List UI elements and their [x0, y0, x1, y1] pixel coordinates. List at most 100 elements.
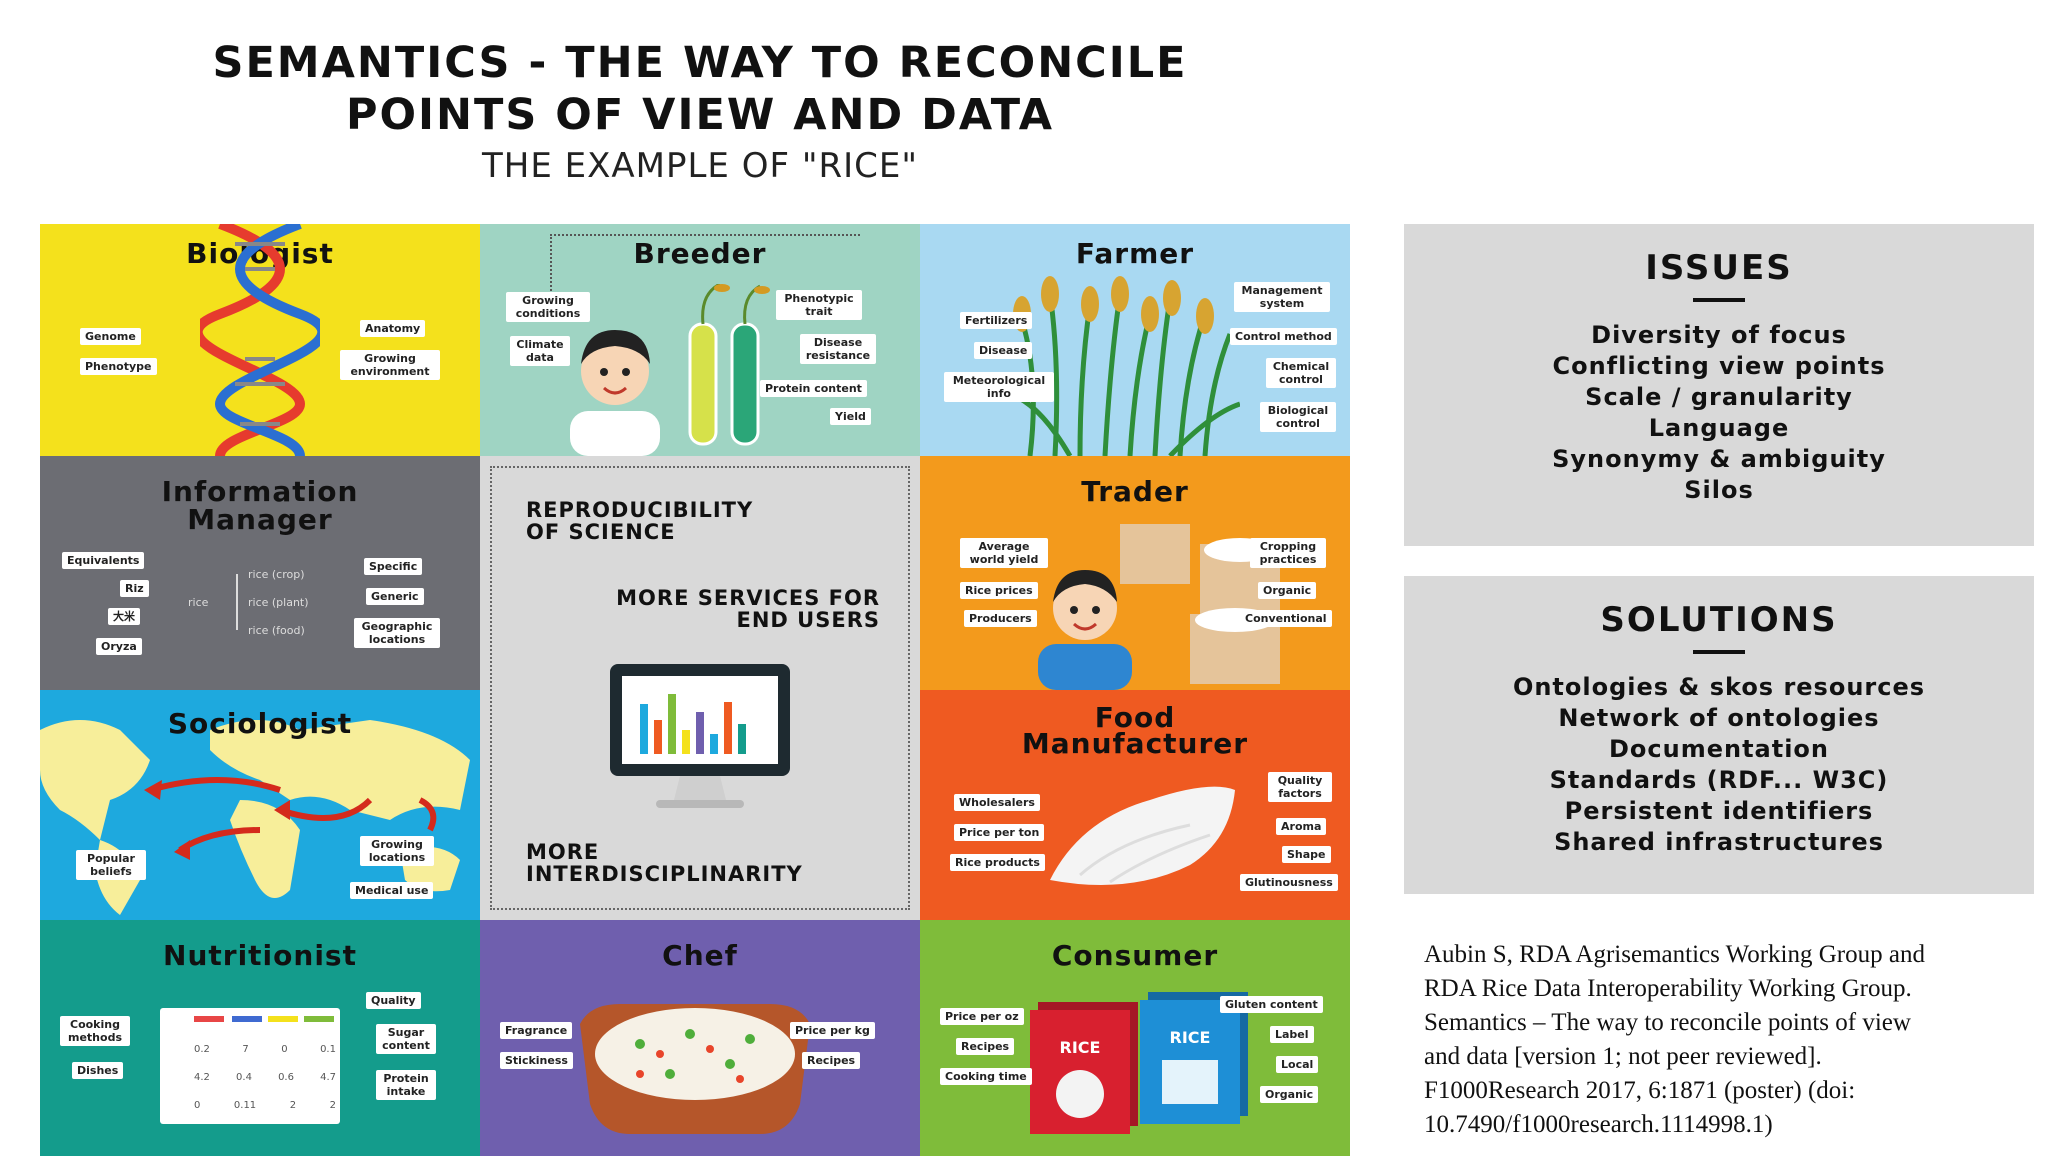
label-average-world-yield: Average world yield	[960, 538, 1048, 568]
label-conventional: Conventional	[1240, 610, 1332, 627]
cell-title: Consumer	[1051, 939, 1219, 972]
label-climate-data: Climate data	[510, 336, 570, 366]
label-cooking-methods: Cooking methods	[60, 1016, 130, 1046]
trader-person-icon	[1038, 570, 1132, 690]
label-shape: Shape	[1282, 846, 1331, 863]
label-phenotypic-trait: Phenotypic trait	[776, 290, 862, 320]
cell-food-manufacturer: Food Manufacturer Wholesalers Price per …	[920, 690, 1350, 920]
label-local: Local	[1276, 1056, 1319, 1073]
center-interdisciplinarity: INTERDISCIPLINARITY	[526, 862, 803, 886]
rice-package-red: RICE	[1030, 1010, 1130, 1134]
cell-title: Trader	[1081, 475, 1189, 508]
label-management-system: Management system	[1234, 282, 1330, 312]
label-aroma: Aroma	[1276, 818, 1327, 835]
solutions-title: SOLUTIONS	[1600, 600, 1838, 640]
label-specific: Specific	[364, 558, 423, 575]
label-anatomy: Anatomy	[360, 320, 426, 337]
cell-title: Sociologist	[167, 707, 353, 740]
label-recipes: Recipes	[956, 1038, 1015, 1055]
label-glutinousness: Glutinousness	[1240, 874, 1338, 891]
citation-line: RDA Rice Data Interoperability Working G…	[1424, 975, 1912, 1002]
label-chinese-rice: 大米	[108, 608, 140, 625]
label-generic: Generic	[366, 588, 424, 605]
cell-biologist: Biologist Genome Phenotype Anatomy Growi…	[40, 224, 480, 456]
cell-trader: Trader Average world yield Rice prices P…	[920, 456, 1350, 690]
label-protein-intake: Protein intake	[376, 1070, 436, 1100]
label-disease: Disease	[974, 342, 1033, 359]
label-oryza: Oryza	[96, 638, 142, 655]
label-cropping-practices: Cropping practices	[1250, 538, 1326, 568]
cell-consumer: Consumer RICE RICE Price per oz Recipes …	[920, 920, 1350, 1156]
label-medical-use: Medical use	[350, 882, 434, 899]
label-rice: rice	[188, 596, 209, 609]
label-protein-content: Protein content	[760, 380, 867, 397]
solutions-panel: SOLUTIONS Ontologies & skos resources Ne…	[1404, 576, 2034, 894]
label-equivalents: Equivalents	[62, 552, 145, 569]
label-quality-factors: Quality factors	[1268, 772, 1332, 802]
citation-line: F1000Research 2017, 6:1871 (poster) (doi…	[1424, 1077, 1856, 1104]
label-phenotype: Phenotype	[80, 358, 157, 375]
cell-farmer: Farmer Fertilizers Disease Meteorologica…	[920, 224, 1350, 456]
issues-panel: ISSUES Diversity of focus Conflicting vi…	[1404, 224, 2034, 546]
solutions-divider	[1693, 650, 1745, 654]
breeder-person-icon	[570, 330, 660, 456]
poster-title-line1: SEMANTICS - THE WAY TO RECONCILE	[212, 38, 1188, 88]
label-rice-crop: rice (crop)	[248, 568, 305, 581]
label-chemical-control: Chemical control	[1266, 358, 1336, 388]
issues-divider	[1693, 298, 1745, 302]
cell-title: Nutritionist	[163, 939, 357, 972]
center-more: MORE	[526, 840, 600, 864]
label-geographic-locations: Geographic locations	[354, 618, 440, 648]
cell-chef: Chef Fragrance Stickiness Price per kg R…	[480, 920, 920, 1156]
label-rice-products: Rice products	[950, 854, 1045, 871]
center-end-users: END USERS	[736, 608, 880, 632]
cell-title-line2: Manager	[187, 503, 333, 536]
label-producers: Producers	[964, 610, 1037, 627]
cell-sociologist: Sociologist Popular beliefs Growing loca…	[40, 690, 480, 920]
poster-subtitle: THE EXAMPLE OF "RICE"	[481, 146, 918, 186]
cell-title: Farmer	[1075, 237, 1195, 270]
center-more-services: MORE SERVICES FOR	[616, 586, 880, 610]
label-gluten-content: Gluten content	[1220, 996, 1323, 1013]
issue-item: Language	[1648, 414, 1790, 442]
label-meteorological-info: Meteorological info	[944, 372, 1054, 402]
label-growing-conditions: Growing conditions	[506, 292, 590, 322]
rice-package-blue: RICE	[1140, 1000, 1240, 1124]
monitor-chart-icon	[610, 664, 790, 808]
solution-item: Documentation	[1608, 735, 1830, 763]
cell-title: Breeder	[633, 237, 767, 270]
label-growing-locations: Growing locations	[360, 836, 434, 866]
label-sugar-content: Sugar content	[376, 1024, 436, 1054]
label-dishes: Dishes	[72, 1062, 124, 1079]
label-fragrance: Fragrance	[500, 1022, 573, 1039]
label-genome: Genome	[80, 328, 141, 345]
rice-grains-icon	[1050, 786, 1235, 885]
label-price-per-oz: Price per oz	[940, 1008, 1024, 1025]
issue-item: Synonymy & ambiguity	[1552, 445, 1886, 473]
label-riz: Riz	[120, 580, 149, 597]
label-price-per-ton: Price per ton	[954, 824, 1045, 841]
label-stickiness: Stickiness	[500, 1052, 573, 1069]
rice-plants-icon	[1010, 276, 1240, 456]
cell-center: REPRODUCIBILITY OF SCIENCE MORE SERVICES…	[480, 456, 920, 920]
label-label: Label	[1270, 1026, 1314, 1043]
rice-infographic: Biologist Genome Phenotype Anatomy Growi…	[40, 224, 1350, 1156]
label-growing-environment: Growing environment	[340, 350, 440, 380]
rice-sacks-icon	[1120, 524, 1280, 684]
label-yield: Yield	[830, 408, 871, 425]
label-rice-food: rice (food)	[248, 624, 305, 637]
label-organic: Organic	[1260, 1086, 1319, 1103]
label-quality: Quality	[366, 992, 421, 1009]
poster-title-line2: POINTS OF VIEW AND DATA	[345, 90, 1055, 140]
world-map-icon	[40, 720, 470, 915]
citation-line: Aubin S, RDA Agrisemantics Working Group…	[1424, 941, 1925, 968]
label-rice-plant: rice (plant)	[248, 596, 309, 609]
issue-item: Scale / granularity	[1585, 383, 1853, 411]
issue-item: Diversity of focus	[1591, 321, 1847, 349]
dna-helix-icon	[200, 224, 320, 456]
citation-line: and data [version 1; not peer reviewed].	[1424, 1043, 1822, 1070]
rice-dish-icon	[580, 1004, 810, 1134]
cell-title-line1: Information	[161, 475, 359, 508]
